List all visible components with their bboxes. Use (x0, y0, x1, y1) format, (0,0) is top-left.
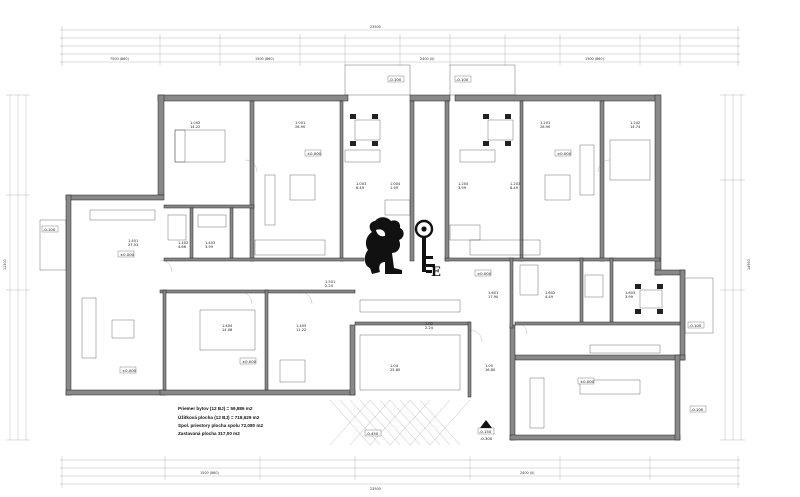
stair-hatch (329, 399, 471, 446)
elev-tag-6: ±0.000 (242, 359, 257, 364)
room-1501-code: 1.501 (325, 280, 335, 284)
room-1601-area: 17.90 (488, 295, 499, 299)
bottom-total-dim: 23500 (370, 487, 381, 491)
elev-tag-3: ±0.000 (120, 252, 135, 257)
room-1403-code: 1.403 (205, 241, 215, 245)
room-1602-area: 4.49 (545, 295, 554, 299)
top-seg-d-dim: 1500 (860) (585, 57, 605, 61)
room-1601-code: 1.601 (488, 291, 498, 295)
left-dimension-lines (6, 94, 30, 441)
elev-tag-1: ±0.000 (307, 151, 322, 156)
right-dimension-lines (720, 94, 745, 441)
room-102-area: 2.24 (425, 326, 434, 330)
room-1202-code: 1.202 (630, 121, 640, 125)
bottom-seg-b-dim: 2400 (0) (520, 471, 535, 475)
right-total-dim: 14950 (747, 259, 751, 270)
room-1201-area: 28.90 (540, 125, 551, 129)
entry-triangle-icon (480, 420, 492, 428)
elev-tag-2: ±0.000 (557, 151, 572, 156)
top-seg-b-dim: 1500 (860) (255, 57, 275, 61)
room-1401-code: 1.401 (128, 239, 138, 243)
area-summary: Priemer bytov (12 BJ) = 59,886 m2 Úžitko… (178, 406, 263, 436)
elev-tag-7: ±0.000 (580, 379, 595, 384)
room-1501-area: 2.24 (325, 284, 334, 288)
balconies (39, 64, 714, 334)
elev-tag-12: -0.100 (691, 407, 704, 412)
inner-walls (159, 100, 681, 398)
outer-walls (65, 94, 686, 441)
chairs (350, 114, 663, 314)
room-1402-area: 4.66 (178, 245, 187, 249)
logo-initial: E (431, 265, 441, 280)
room-1403-area: 3.99 (205, 245, 214, 249)
room-1402-code: 1.402 (178, 241, 188, 245)
top-dimension-ticks (61, 26, 739, 66)
room-1001-code: 1.001 (295, 121, 305, 125)
elev-tag-9: -0.100 (456, 77, 469, 82)
room-1203-area: 6.49 (510, 186, 519, 190)
top-seg-c-dim: 2400 (0) (420, 57, 435, 61)
room-1203-code: 1.203 (510, 182, 520, 186)
left-total-dim: 11500 (3, 259, 7, 270)
summary-line-1: Priemer bytov (12 BJ) = 59,886 m2 (178, 406, 253, 411)
lion-key-logo: E (364, 217, 441, 280)
room-104-code: 1.04 (390, 364, 399, 368)
room-1602-code: 1.602 (545, 291, 555, 295)
room-1201-code: 1.201 (540, 121, 550, 125)
room-1003-area: 6.49 (356, 186, 365, 190)
room-1405-code: 1.405 (296, 324, 306, 328)
furniture (81, 119, 663, 429)
room-1405-area: 11.22 (296, 328, 306, 332)
room-1002-code: 1.002 (190, 121, 200, 125)
room-1202-area: 14.74 (630, 125, 641, 129)
room-104-area: 25.80 (390, 368, 401, 372)
room-1003-code: 1.003 (356, 182, 366, 186)
room-1004-area: 1.99 (390, 186, 399, 190)
summary-line-4: Zastavaná plocha 317,00 m2 (178, 431, 240, 436)
elev-tag-4: ±0.000 (477, 271, 492, 276)
room-1204-code: 1.204 (458, 182, 469, 186)
room-1401-area: 27.53 (128, 243, 138, 247)
elev-tag-5: ±0.000 (122, 368, 137, 373)
room-1603-area: 3.99 (625, 295, 634, 299)
room-102-code: 1.02 (425, 322, 433, 326)
summary-line-2: Úžitková plocha (12 BJ) = 718,629 m2 (178, 414, 260, 420)
top-total-dim: 23500 (370, 25, 381, 29)
room-labels: 1.002 14.22 1.001 28.90 1.003 6.49 1.004… (128, 121, 641, 372)
elev-tag-14: -0.300 (480, 436, 493, 441)
elev-tag-8: -0.100 (389, 77, 402, 82)
elev-tag-13: -0.150 (479, 429, 492, 434)
top-seg-a-dim: 7500 (860) (110, 57, 130, 61)
bottom-dimension-ticks (61, 456, 739, 488)
door-swings (159, 159, 611, 343)
room-1603-code: 1.603 (625, 291, 635, 295)
elevation-markers: ±0.000 ±0.000 ±0.000 ±0.000 ±0.000 ±0.00… (41, 75, 707, 441)
bottom-seg-a-dim: 1500 (860) (200, 471, 220, 475)
bottom-dimension-lines (60, 459, 740, 485)
summary-line-3: Spol. priestory plocha spolu 72,080 m2 (178, 423, 263, 428)
room-1404-code: 1.404 (222, 324, 233, 328)
room-1004-code: 1.004 (390, 182, 401, 186)
room-1002-area: 14.22 (190, 125, 200, 129)
room-1001-area: 28.90 (295, 125, 306, 129)
room-105-area: 16.80 (485, 368, 496, 372)
elev-tag-11: -0.100 (689, 323, 702, 328)
room-1204-area: 3.99 (458, 186, 467, 190)
elev-tag-15: -0.450 (366, 431, 379, 436)
room-105-code: 1.05 (485, 364, 493, 368)
room-1404-area: 14.08 (222, 328, 233, 332)
elev-tag-10: -0.100 (43, 227, 56, 232)
